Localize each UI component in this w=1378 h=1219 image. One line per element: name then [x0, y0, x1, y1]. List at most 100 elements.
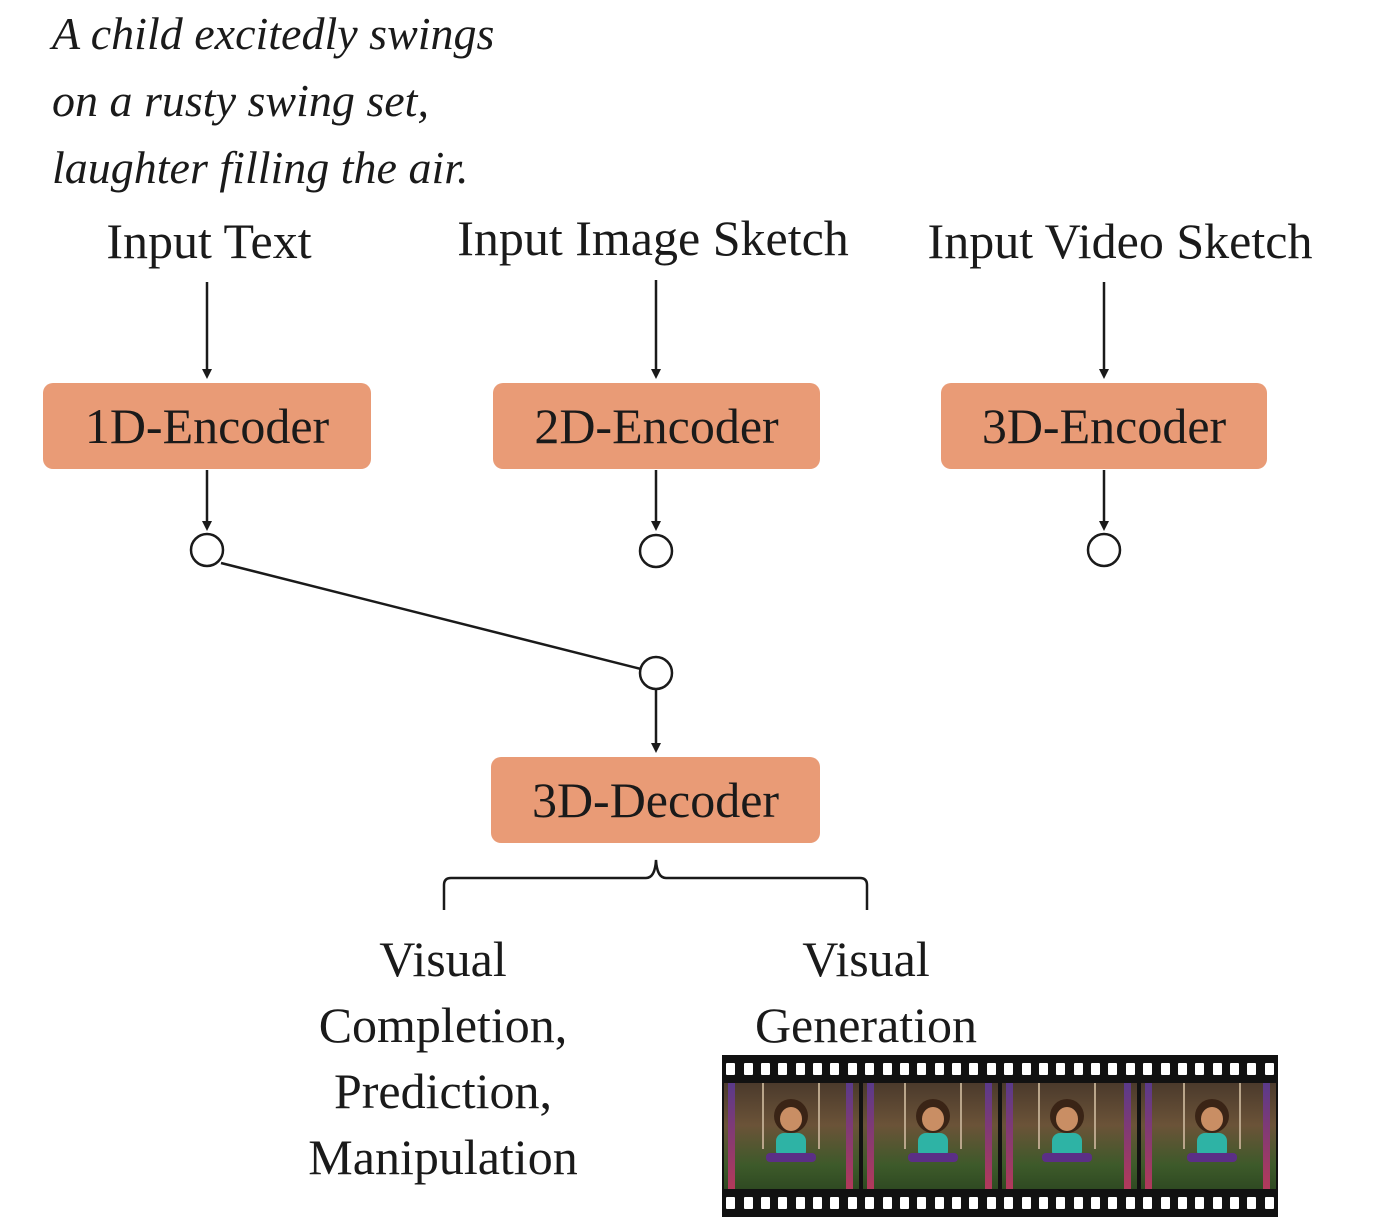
sprocket-hole	[1004, 1063, 1014, 1075]
sprocket-hole	[1160, 1063, 1170, 1075]
sprocket-hole	[743, 1063, 753, 1075]
sprocket-hole	[1125, 1197, 1135, 1209]
sprocket-hole	[778, 1063, 788, 1075]
video-frame	[1141, 1083, 1276, 1189]
prompt-text: A child excitedly swings on a rusty swin…	[52, 0, 494, 201]
encoder-1d-box: 1D-Encoder	[43, 383, 371, 469]
output-brace	[442, 859, 869, 910]
sprocket-hole	[1212, 1197, 1222, 1209]
output-completion-line-4: Manipulation	[308, 1129, 578, 1185]
film-sprocket-bottom	[722, 1189, 1278, 1217]
output-generation-line-1: Visual	[802, 931, 930, 987]
swing-seat	[766, 1153, 816, 1162]
sprocket-hole	[917, 1197, 927, 1209]
output-generation-label: Visual Generation	[755, 926, 977, 1058]
film-frames	[724, 1083, 1276, 1189]
sprocket-hole	[795, 1063, 805, 1075]
sprocket-hole	[1038, 1197, 1048, 1209]
sprocket-hole	[760, 1197, 770, 1209]
swing-post	[1124, 1083, 1131, 1189]
swing-post	[728, 1083, 735, 1189]
sprocket-hole	[969, 1063, 979, 1075]
child-face	[1201, 1107, 1223, 1131]
swing-seat	[908, 1153, 958, 1162]
sprocket-hole	[986, 1197, 996, 1209]
sprocket-hole	[899, 1063, 909, 1075]
sprocket-hole	[726, 1197, 736, 1209]
sprocket-hole	[969, 1197, 979, 1209]
sprocket-hole	[1195, 1063, 1205, 1075]
sprocket-hole	[1056, 1197, 1066, 1209]
encoder-2d-box: 2D-Encoder	[493, 383, 820, 469]
film-sprocket-top	[722, 1055, 1278, 1083]
encoder-3d-label: 3D-Encoder	[981, 398, 1227, 454]
sprocket-hole	[830, 1063, 840, 1075]
node-1d-output	[189, 532, 225, 568]
sprocket-hole	[1247, 1063, 1257, 1075]
prompt-line-1: A child excitedly swings	[52, 8, 495, 59]
link-1d-to-fusion	[220, 561, 642, 671]
swing-post	[1263, 1083, 1270, 1189]
input-video-sketch-label: Input Video Sketch	[927, 213, 1313, 269]
swing-seat	[1042, 1153, 1092, 1162]
sprocket-hole	[899, 1197, 909, 1209]
sprocket-hole	[1230, 1197, 1240, 1209]
sprocket-hole	[1021, 1063, 1031, 1075]
swing-post	[846, 1083, 853, 1189]
sprocket-hole	[830, 1197, 840, 1209]
sprocket-hole	[1108, 1063, 1118, 1075]
sprocket-hole	[865, 1063, 875, 1075]
sprocket-hole	[952, 1197, 962, 1209]
input-image-sketch-label: Input Image Sketch	[457, 210, 849, 266]
prompt-line-3: laughter filling the air.	[52, 142, 469, 193]
node-fusion	[638, 655, 674, 691]
swing-chain	[960, 1083, 962, 1149]
sprocket-hole	[1091, 1063, 1101, 1075]
sprocket-hole	[760, 1063, 770, 1075]
sprocket-hole	[795, 1197, 805, 1209]
swing-chain	[1183, 1083, 1185, 1149]
sprocket-hole	[917, 1063, 927, 1075]
sprocket-hole	[1073, 1197, 1083, 1209]
sprocket-hole	[1056, 1063, 1066, 1075]
generated-video-filmstrip	[722, 1055, 1278, 1217]
sprocket-hole	[1004, 1197, 1014, 1209]
swing-chain	[762, 1083, 764, 1149]
sprocket-hole	[952, 1063, 962, 1075]
video-frame	[724, 1083, 859, 1189]
output-generation-line-2: Generation	[754, 997, 978, 1053]
output-completion-label: Visual Completion, Prediction, Manipulat…	[308, 926, 577, 1190]
sprocket-hole	[813, 1063, 823, 1075]
swing-post	[985, 1083, 992, 1189]
swing-chain	[818, 1083, 820, 1149]
decoder-3d-box: 3D-Decoder	[491, 757, 820, 843]
output-completion-line-1: Visual	[379, 931, 507, 987]
child-face	[780, 1107, 802, 1131]
node-2d-output	[638, 533, 674, 569]
prompt-line-2: on a rusty swing set,	[52, 75, 429, 126]
sprocket-hole	[1038, 1063, 1048, 1075]
swing-chain	[1094, 1083, 1096, 1149]
sprocket-hole	[882, 1197, 892, 1209]
swing-chain	[1038, 1083, 1040, 1149]
sprocket-hole	[743, 1197, 753, 1209]
sprocket-hole	[1177, 1197, 1187, 1209]
decoder-3d-label: 3D-Decoder	[531, 772, 780, 828]
sprocket-hole	[1021, 1197, 1031, 1209]
output-completion-line-3: Prediction,	[333, 1063, 553, 1119]
sprocket-hole	[1143, 1063, 1153, 1075]
sprocket-hole	[934, 1063, 944, 1075]
child-face	[1056, 1107, 1078, 1131]
sprocket-hole	[1212, 1063, 1222, 1075]
sprocket-hole	[813, 1197, 823, 1209]
sprocket-hole	[934, 1197, 944, 1209]
sprocket-hole	[1247, 1197, 1257, 1209]
sprocket-hole	[1143, 1197, 1153, 1209]
sprocket-hole	[847, 1197, 857, 1209]
child-face	[922, 1107, 944, 1131]
encoder-3d-box: 3D-Encoder	[941, 383, 1267, 469]
sprocket-hole	[1177, 1063, 1187, 1075]
encoder-1d-label: 1D-Encoder	[84, 398, 330, 454]
sprocket-hole	[865, 1197, 875, 1209]
